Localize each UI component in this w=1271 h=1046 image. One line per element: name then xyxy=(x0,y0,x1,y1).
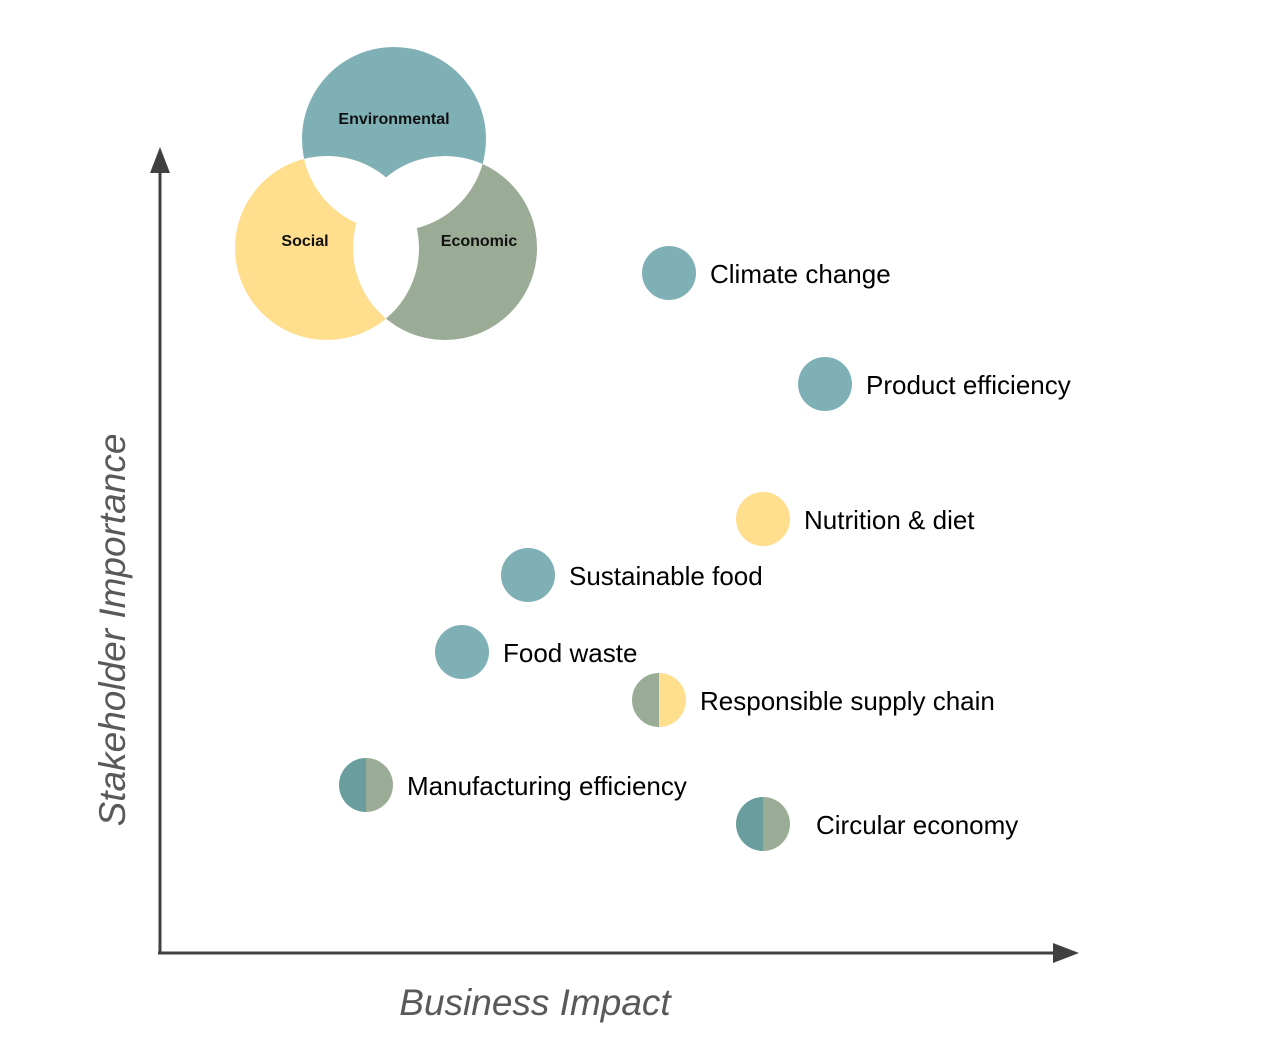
bullet-environmental-icon xyxy=(642,246,696,300)
bullet-environmental-half-icon xyxy=(339,758,366,812)
item-label: Climate change xyxy=(710,259,891,289)
bullet-economic-half-icon xyxy=(632,673,659,727)
x-axis-arrow-icon xyxy=(1053,943,1079,963)
bullet-environmental-icon xyxy=(798,357,852,411)
item-label: Sustainable food xyxy=(569,561,763,591)
item-label: Circular economy xyxy=(816,810,1018,840)
venn-overlap-social-economic xyxy=(353,156,419,340)
item-label: Food waste xyxy=(503,638,637,668)
item-nutrition-diet: Nutrition & diet xyxy=(736,492,975,546)
item-sustainable-food: Sustainable food xyxy=(501,548,763,602)
y-axis-arrow-icon xyxy=(150,147,170,173)
bullet-economic-half-icon xyxy=(366,758,393,812)
axes: Business Impact Stakeholder Importance xyxy=(92,147,1079,1023)
item-label: Nutrition & diet xyxy=(804,505,975,535)
bullet-economic-half-icon xyxy=(763,797,790,851)
item-food-waste: Food waste xyxy=(435,625,637,679)
bullet-environmental-icon xyxy=(435,625,489,679)
item-label: Manufacturing efficiency xyxy=(407,771,687,801)
item-circular-economy: Circular economy xyxy=(736,797,1018,851)
item-climate-change: Climate change xyxy=(642,246,891,300)
y-axis-label: Stakeholder Importance xyxy=(92,434,133,827)
bullet-environmental-icon xyxy=(501,548,555,602)
venn-label-economic: Economic xyxy=(441,233,518,250)
item-label: Product efficiency xyxy=(866,370,1071,400)
venn-label-social: Social xyxy=(281,233,328,250)
x-axis-label: Business Impact xyxy=(399,982,672,1023)
item-responsible-supply-chain: Responsible supply chain xyxy=(632,673,995,727)
item-product-efficiency: Product efficiency xyxy=(798,357,1071,411)
item-manufacturing-efficiency: Manufacturing efficiency xyxy=(339,758,687,812)
item-label: Responsible supply chain xyxy=(700,686,995,716)
venn-diagram: Environmental Social Economic xyxy=(235,47,537,340)
bullet-social-half-icon xyxy=(659,673,686,727)
bullet-environmental-half-icon xyxy=(736,797,763,851)
bullet-social-icon xyxy=(736,492,790,546)
venn-label-environmental: Environmental xyxy=(338,111,449,128)
